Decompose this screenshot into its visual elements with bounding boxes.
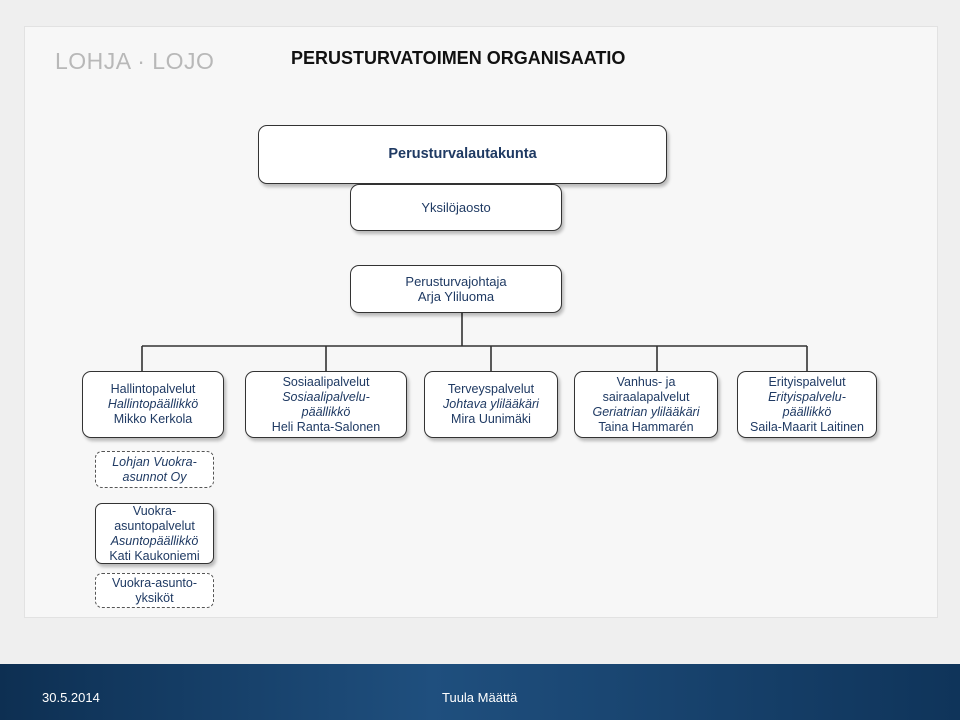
- unit-person: Mikko Kerkola: [113, 412, 193, 426]
- housing-services-role: Asuntopäällikkö: [110, 533, 199, 548]
- footer-bar: 30.5.2014 Tuula Määttä: [0, 664, 960, 720]
- housing-services-line2: asuntopalvelut: [114, 518, 195, 533]
- unit-box-erityispalvelut: Erityispalvelut Erityispalvelu- päällikk…: [737, 371, 877, 438]
- housing-company-box: Lohjan Vuokra- asunnot Oy: [95, 451, 214, 488]
- unit-role-line2: päällikkö: [782, 404, 832, 419]
- housing-units-box: Vuokra-asunto- yksiköt: [95, 573, 214, 608]
- unit-person: Taina Hammarén: [598, 419, 694, 434]
- page-title: PERUSTURVATOIMEN ORGANISAATIO: [291, 48, 626, 68]
- unit-name-line1: Vanhus- ja: [616, 374, 676, 389]
- director-title: Perusturvajohtaja: [405, 274, 507, 289]
- subcommittee-label: Yksilöjaosto: [421, 200, 491, 215]
- unit-box-terveyspalvelut: Terveyspalvelut Johtava ylilääkäri Mira …: [424, 371, 558, 438]
- director-name: Arja Yliluoma: [417, 289, 495, 304]
- housing-company-line1: Lohjan Vuokra-: [112, 454, 197, 469]
- housing-services-line1: Vuokra-: [132, 503, 177, 518]
- unit-name: Erityispalvelut: [768, 374, 846, 389]
- housing-units-line1: Vuokra-asunto-: [112, 575, 197, 590]
- unit-box-vanhus-ja-sairaalapalvelut: Vanhus- ja sairaalapalvelut Geriatrian y…: [574, 371, 718, 438]
- unit-role: Johtava ylilääkäri: [443, 397, 539, 411]
- unit-name: Sosiaalipalvelut: [282, 374, 370, 389]
- unit-role: Geriatrian ylilääkäri: [592, 404, 700, 419]
- housing-services-box: Vuokra- asuntopalvelut Asuntopäällikkö K…: [95, 503, 214, 564]
- unit-role: Hallintopäällikkö: [107, 397, 199, 411]
- unit-name-line2: sairaalapalvelut: [602, 389, 690, 404]
- housing-services-person: Kati Kaukoniemi: [109, 548, 200, 563]
- board-label: Perusturvalautakunta: [388, 146, 537, 162]
- footer-author: Tuula Määttä: [442, 690, 518, 705]
- unit-person: Heli Ranta-Salonen: [271, 419, 381, 434]
- housing-units-line2: yksiköt: [135, 590, 174, 605]
- unit-role-line1: Erityispalvelu-: [768, 389, 846, 404]
- unit-role-line1: Sosiaalipalvelu-: [282, 389, 370, 404]
- unit-box-hallintopalvelut: Hallintopalvelut Hallintopäällikkö Mikko…: [82, 371, 224, 438]
- unit-person: Mira Uunimäki: [451, 412, 531, 426]
- director-box: Perusturvajohtaja Arja Yliluoma: [350, 265, 562, 313]
- footer-date: 30.5.2014: [42, 690, 100, 705]
- unit-box-sosiaalipalvelut: Sosiaalipalvelut Sosiaalipalvelu- päälli…: [245, 371, 407, 438]
- subcommittee-box: Yksilöjaosto: [350, 184, 562, 231]
- unit-name: Hallintopalvelut: [110, 382, 196, 396]
- housing-company-line2: asunnot Oy: [122, 469, 187, 484]
- lohja-lojo-logo: LOHJA · LOJO: [55, 48, 215, 74]
- unit-name: Terveyspalvelut: [447, 382, 535, 396]
- unit-person: Saila-Maarit Laitinen: [750, 419, 864, 434]
- board-box: Perusturvalautakunta: [258, 125, 667, 184]
- unit-role-line2: päällikkö: [301, 404, 351, 419]
